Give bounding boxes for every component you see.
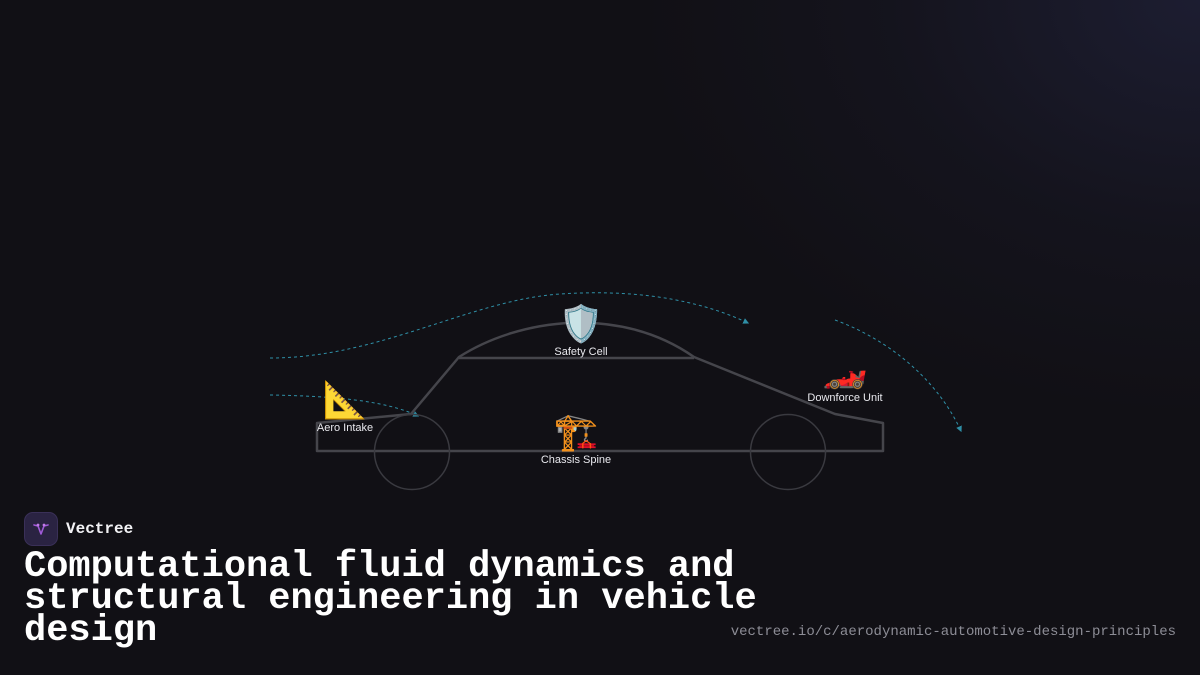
source-url: vectree.io/c/aerodynamic-automotive-desi… bbox=[730, 624, 1176, 640]
node-label-aero-intake: Aero Intake bbox=[316, 422, 374, 434]
node-downforce-unit: 🏎️ Downforce Unit bbox=[807, 349, 883, 405]
airflow-line-top bbox=[269, 292, 750, 359]
node-label-downforce-unit: Downforce Unit bbox=[807, 392, 883, 404]
brand-name: Vectree bbox=[66, 520, 134, 538]
airflow-line-rear bbox=[834, 319, 962, 433]
shield-icon: 🛡️ bbox=[558, 303, 604, 344]
node-safety-cell: 🛡️ Safety Cell bbox=[554, 303, 608, 359]
airflow-line-front bbox=[269, 394, 420, 417]
node-label-chassis-spine: Chassis Spine bbox=[540, 454, 612, 466]
node-aero-intake: 📐 Aero Intake bbox=[316, 379, 374, 435]
racing-car-icon: 🏎️ bbox=[822, 349, 868, 390]
rear-wheel bbox=[749, 413, 827, 491]
vectree-logo-icon bbox=[24, 512, 58, 546]
building-construction-icon: 🏗️ bbox=[553, 411, 599, 452]
brand: Vectree bbox=[24, 512, 133, 546]
page-title: Computational fluid dynamics and structu… bbox=[24, 546, 757, 652]
front-wheel bbox=[373, 413, 451, 491]
node-label-safety-cell: Safety Cell bbox=[554, 346, 608, 358]
node-chassis-spine: 🏗️ Chassis Spine bbox=[540, 411, 612, 467]
triangular-ruler-icon: 📐 bbox=[322, 379, 368, 420]
